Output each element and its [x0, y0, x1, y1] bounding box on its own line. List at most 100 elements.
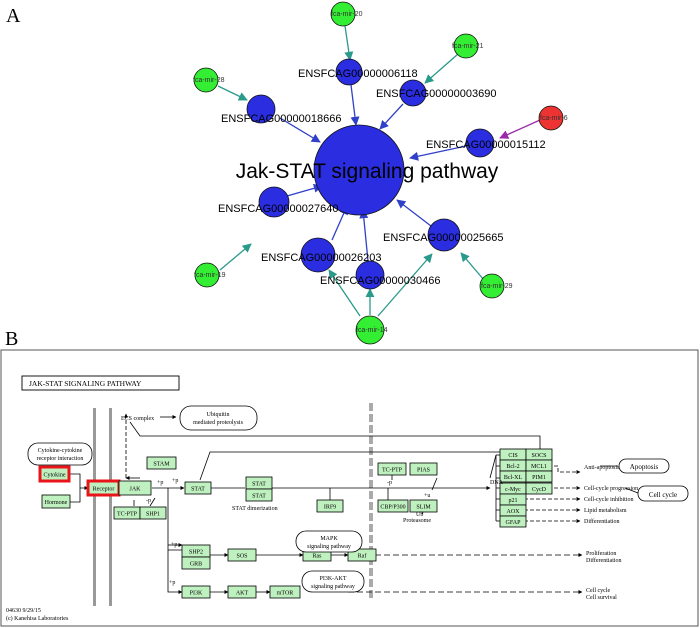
gene-box-stat3: STAT [245, 488, 273, 502]
gene-box-pim1: PIM1 [525, 470, 553, 483]
gene-box-cbp: CBP/P300 [377, 499, 409, 513]
hub-label: Jak-STAT signaling pathway [236, 160, 499, 183]
gene-box-label-pias: PIAS [417, 467, 430, 473]
proteasome-label: Proteasome [403, 518, 431, 524]
gene-box-cmyc: c-Myc [499, 482, 527, 495]
gene-box-label-ras: Ras [313, 553, 323, 559]
gene-box-gfap: GFAP [499, 515, 527, 528]
gene-node-25665 [427, 218, 461, 252]
pathway-title: JAK-STAT SIGNALING PATHWAY [29, 379, 142, 388]
gene-box-label-cytokine: Cytokine [44, 472, 66, 478]
gene-box-irf9: IRF9 [316, 499, 344, 513]
panel-a-label: A [6, 5, 21, 27]
gene-label-30466: ENSFCAG00000030466 [320, 275, 440, 287]
gene-box-label-cis: CIS [508, 453, 517, 459]
gene-box-label-hormone: Hormone [45, 500, 68, 506]
cyto-label-1: Cytokine-cytokine [38, 448, 83, 454]
gene-box-tcptp1: TC-PTP [113, 506, 141, 520]
differentiation2-label: Differentiation [586, 557, 622, 564]
gene-box-hormone: Hormone [41, 494, 71, 509]
gene-label-3690: ENSFCAG00000003690 [376, 88, 496, 100]
gene-label-6118: ENSFCAG00000006118 [298, 68, 418, 80]
gene-box-rect-pias [409, 462, 438, 476]
mirna-label-6: fca-mir-6 [540, 115, 568, 122]
gene-node-3690 [399, 79, 427, 107]
gene-node-30466 [355, 260, 385, 290]
gene-box-label-mcl1: MCL1 [531, 464, 547, 470]
mirna-edges [217, 25, 485, 317]
gene-box-label-mtor: mTOR [277, 590, 294, 596]
gene-box-grb: GRB [181, 556, 211, 570]
mirna-label-29: fca-mir-29 [481, 283, 513, 290]
p-pias-label: -p [387, 480, 392, 486]
gene-box-rect-cytokine [38, 465, 71, 483]
cell-cycle-label: Cell cycle [649, 491, 677, 499]
gene-box-rect-mtor [269, 585, 301, 599]
ubiquitin-ref [179, 405, 258, 431]
edge-mir20-6118 [344, 25, 354, 61]
stat-dimer-label: STAT dimerization [232, 506, 278, 512]
gene-node-18666 [246, 94, 276, 124]
pathway-refs [27, 405, 689, 593]
gene-box-rect-shp1 [139, 506, 167, 520]
mapk-label-1: MAPK [320, 536, 338, 542]
anti-apoptosis-label: Anti-apoptosis [584, 465, 620, 471]
mirna-node-21 [453, 33, 479, 59]
cc-inhibition-label: Cell-cycle inhibition [584, 497, 634, 503]
mirna-node-20 [330, 1, 356, 27]
mirna-label-14: fca-mir-14 [356, 327, 388, 334]
gene-box-label-gfap: GFAP [506, 520, 522, 526]
gene-box-label-bclxl: Bcl-XL [504, 475, 523, 481]
edge-30466-hub [359, 209, 369, 262]
gene-box-rect-stat1 [184, 481, 212, 495]
gene-label-18666: ENSFCAG00000018666 [221, 113, 341, 125]
pi3k-label-2: signaling pathway [311, 584, 355, 590]
gene-box-rect-hormone [41, 494, 71, 509]
mapk-label-2: signaling pathway [307, 544, 351, 550]
gene-box-label-shp1: SHP1 [146, 511, 160, 517]
gene-box-label-raf: Raf [358, 552, 367, 559]
gene-box-label-shp2: SHP2 [189, 549, 203, 555]
pathway-title-box [21, 375, 180, 391]
gene-box-rect-sos [227, 548, 257, 562]
gene-box-rect-jak [118, 480, 152, 496]
mirna-label-28: fca-mir-28 [193, 77, 225, 84]
gene-box-label-tcptp1: TC-PTP [117, 511, 138, 517]
gene-node-26203 [300, 237, 336, 273]
gene-box-rect-pi3k [181, 585, 211, 599]
gene-box-label-cycd: CycD [532, 487, 547, 493]
gene-box-label-receptor: Receptor [93, 486, 115, 492]
gene-box-mcl1: MCL1 [525, 459, 553, 472]
gene-box-cycd: CycD [525, 482, 553, 495]
edge-mir14-26203 [328, 269, 361, 317]
apoptosis-ref [618, 458, 670, 474]
gene-box-slim: SLIM [409, 499, 438, 513]
p-jak-label: +p [157, 480, 163, 486]
mirna-label-19: fca-mir-19 [194, 272, 226, 279]
gene-box-rect-slim [409, 499, 438, 513]
gene-box-shp2: SHP2 [181, 544, 211, 558]
gene-node-27640 [258, 186, 290, 218]
gene-box-label-p21: p21 [509, 498, 518, 504]
gene-box-label-irf9: IRF9 [324, 504, 336, 510]
footer-line-1: 04630 9/29/15 [6, 608, 41, 614]
gene-box-label-grb: GRB [190, 561, 202, 567]
p-shp2-label: +p [171, 542, 177, 548]
gene-box-pi3k: PI3K [181, 585, 211, 599]
gene-node-15112 [465, 128, 495, 158]
gene-box-label-pi3k: PI3K [190, 590, 203, 596]
gene-box-label-jak: JAK [129, 486, 141, 492]
ubiq-label-2: mediated proteolysis [193, 420, 243, 426]
p-minus-label: -p [146, 498, 151, 504]
edge-mir14-25665 [377, 253, 433, 317]
edge-3690-hub [379, 103, 404, 130]
panel-b: B JAK-STAT SIGNALING PATHWAY [0, 328, 699, 627]
cellcycle2-label: Cell cycle [586, 588, 610, 594]
cc-progression-label: Cell-cycle progression [584, 486, 638, 492]
gene-box-rect-cbp [377, 499, 409, 513]
gene-box-aox: AOX [499, 504, 527, 517]
footer-line-2: (c) Kanehisa Laboratories [6, 615, 69, 622]
prolif-label: Proliferation [586, 550, 616, 557]
mirna-node-6 [538, 105, 564, 131]
